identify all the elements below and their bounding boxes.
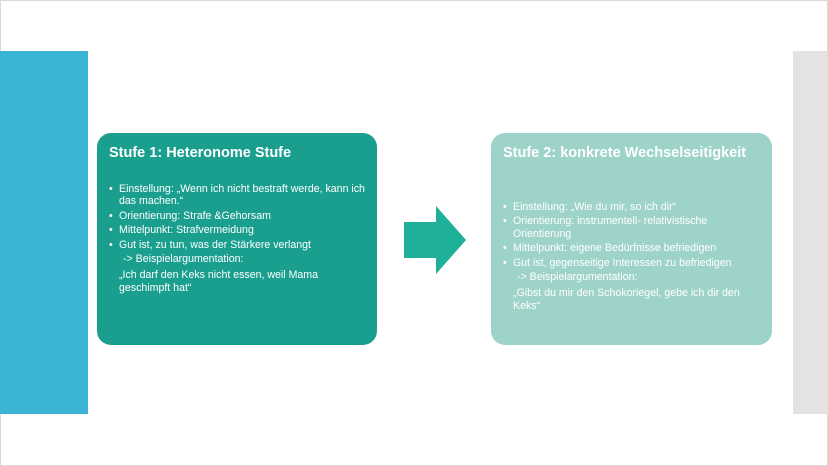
stage-2-bullet: Orientierung: instrumentell- relativisti… (503, 215, 760, 240)
stage-1-example-label: -> Beispielargumentation: (123, 253, 244, 266)
stage-2-bullet: Gut ist, gegenseitige Interessen zu befr… (503, 257, 760, 270)
stage-2-bullet: Einstellung: „Wie du mir, so ich dir“ (503, 201, 760, 214)
stage-1-title: Stufe 1: Heteronome Stufe (109, 145, 292, 161)
stage-1-bullets: Einstellung: „Wenn ich nicht bestraft we… (109, 183, 365, 251)
stage-1-example-quote: „Ich darf den Keks nicht essen, weil Mam… (119, 269, 319, 294)
stage-1-bullet: Mittelpunkt: Strafvermeidung (109, 224, 365, 237)
stage-2-title: Stufe 2: konkrete Wechselseitigkeit (503, 145, 747, 161)
stage-1-bullet: Einstellung: „Wenn ich nicht bestraft we… (109, 183, 365, 208)
stage-2-bullets: Einstellung: „Wie du mir, so ich dir“ Or… (503, 201, 760, 269)
stage-2-card: Stufe 2: konkrete Wechselseitigkeit Eins… (491, 133, 772, 345)
stage-2-bullet: Mittelpunkt: eigene Bedürfnisse befriedi… (503, 242, 760, 255)
left-accent-bar (0, 51, 88, 414)
right-arrow-icon (404, 206, 466, 274)
stage-2-example-label: -> Beispielargumentation: (517, 271, 638, 284)
stage-1-bullet: Orientierung: Strafe &Gehorsam (109, 210, 365, 223)
stage-1-bullet: Gut ist, zu tun, was der Stärkere verlan… (109, 239, 365, 252)
stage-2-example-quote: „Gibst du mir den Schokoriegel, gebe ich… (513, 287, 740, 312)
right-accent-bar (793, 51, 828, 414)
stage-1-card: Stufe 1: Heteronome Stufe Einstellung: „… (97, 133, 377, 345)
